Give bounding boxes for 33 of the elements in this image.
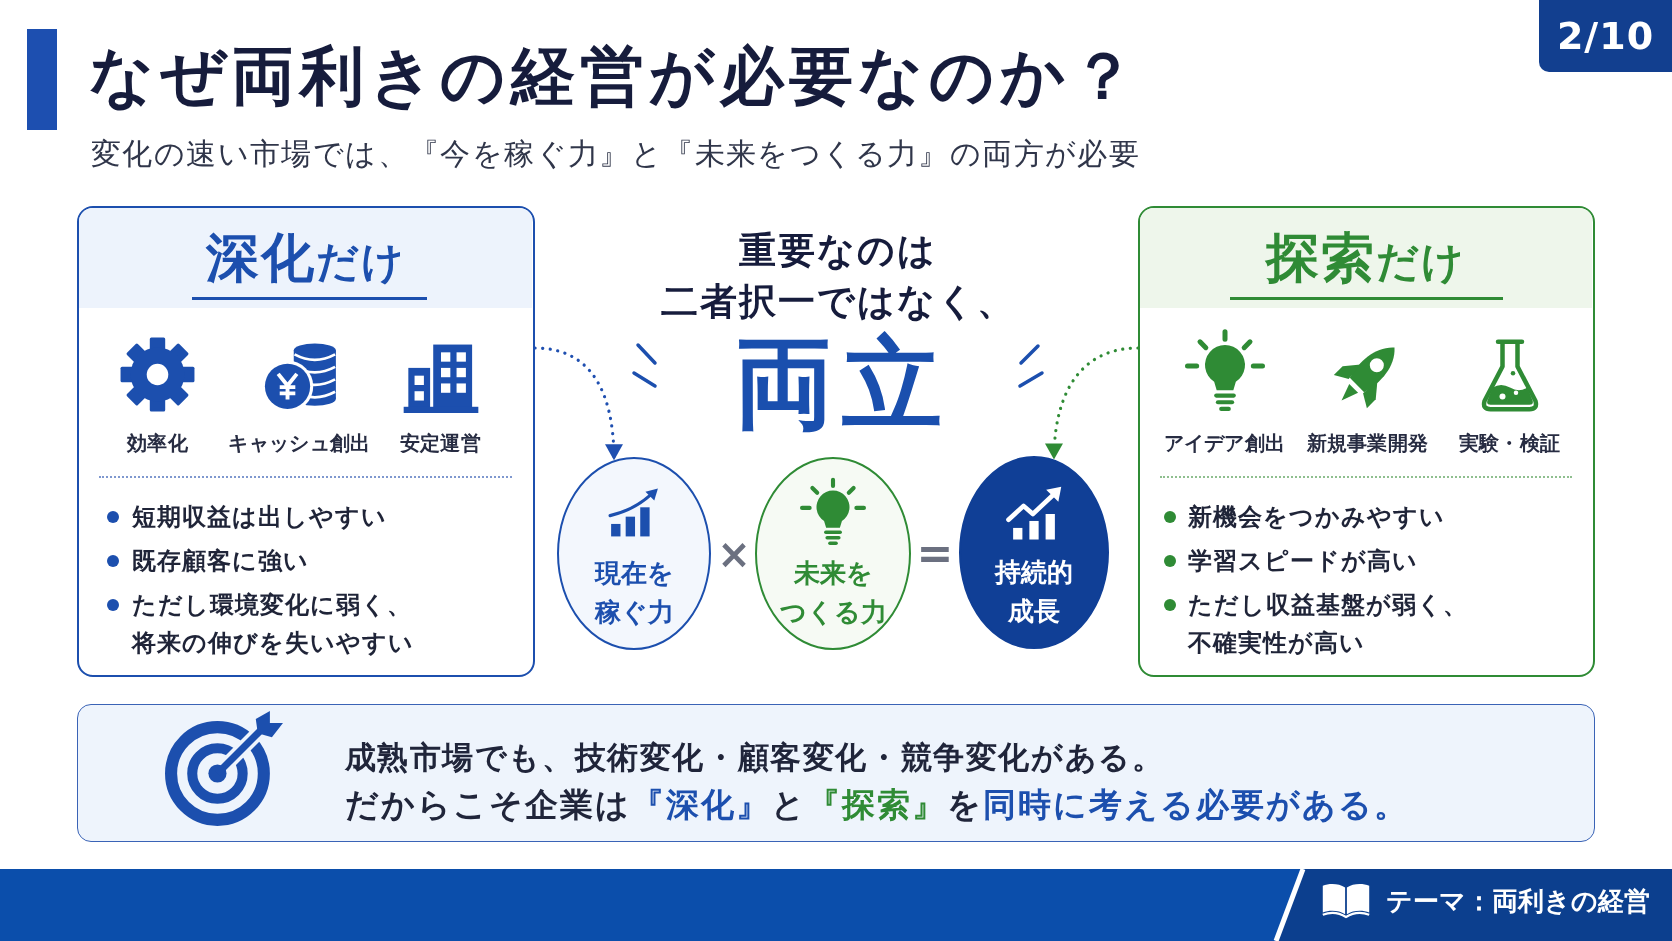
multiply-sign: ×	[717, 530, 751, 578]
lead-text: 重要なのは二者択一ではなく、	[660, 228, 1016, 325]
footer-band	[0, 869, 1672, 941]
subtitle: 変化の速い市場では、『今を稼ぐ力』と『未来をつくる力』の両方が必要	[91, 135, 1141, 173]
icon-caption: アイデア創出	[1163, 429, 1286, 457]
oval-label: 未来をつくる力	[779, 557, 887, 629]
title: なぜ両利きの経営が必要なのか？	[89, 38, 1140, 115]
card	[1138, 206, 1595, 677]
key-word: 両立	[734, 329, 950, 439]
card-heading: 探索だけ	[1266, 226, 1466, 290]
card	[77, 206, 535, 677]
bullet-text: ただし環境変化に弱く、将来の伸びを失いやすい	[131, 590, 414, 659]
bullet-text: 短期収益は出しやすい	[131, 502, 388, 533]
icon-caption: キャッシュ創出	[228, 429, 371, 457]
dotted-arrow	[1045, 346, 1140, 462]
page-badge: 2/10	[1539, 0, 1672, 72]
message-box	[77, 704, 1595, 842]
icon-caption: 実験・検証	[1458, 429, 1561, 457]
message-text: だからこそ企業は『深化』と『探索』を同時に考える必要がある。	[344, 783, 1409, 826]
bullet-text: 既存顧客に強い	[131, 546, 310, 577]
message-text: 成熟市場でも、技術変化・顧客変化・競争変化がある。	[344, 737, 1165, 777]
icon-caption: 新規事業開発	[1306, 429, 1429, 457]
equals-sign: =	[916, 528, 954, 578]
bullet-text: 学習スピードが高い	[1187, 546, 1419, 577]
bullet-text: ただし収益基盤が弱く、不確実性が高い	[1187, 590, 1469, 659]
bullet-text: 新機会をつかみやすい	[1187, 502, 1446, 533]
oval-label: 現在を稼ぐ力	[594, 557, 674, 629]
footer-text: テーマ：両利きの経営	[1386, 885, 1650, 918]
icon-caption: 安定運営	[399, 429, 482, 457]
oval-label: 持続的成長	[995, 556, 1073, 628]
icon-caption: 効率化	[127, 429, 188, 457]
card-heading: 深化だけ	[205, 226, 406, 290]
dotted-arrow	[533, 346, 623, 462]
